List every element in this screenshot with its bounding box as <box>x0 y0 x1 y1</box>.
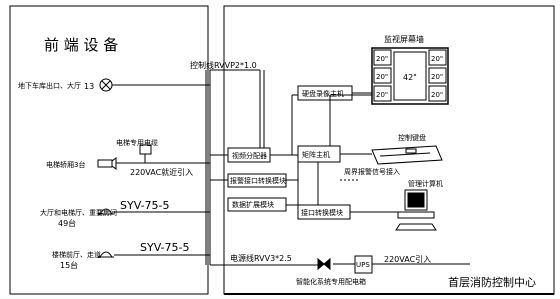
monitor-wall <box>371 47 449 105</box>
front-end-panel <box>9 5 209 295</box>
power-line-label: 电源线RVV3*2.5 <box>230 253 292 263</box>
monitor-screen-size: 20" <box>376 55 388 63</box>
matrix-host-label: 矩阵主机 <box>302 150 330 159</box>
data-expansion-label: 数据扩展模块 <box>232 200 274 209</box>
control-center-panel <box>223 5 555 295</box>
monitor-screen-size: 20" <box>376 73 388 81</box>
dvr-host-label: 硬盘录像主机 <box>302 89 344 98</box>
camera-4-count: 15台 <box>60 260 78 270</box>
power-switch-icon <box>317 257 331 271</box>
alarm-signal-label: 周界报警信号接入 <box>344 167 400 176</box>
alarm-interface-label: 报警接口转换模块 <box>230 176 286 185</box>
ups-label: UPS <box>356 261 370 269</box>
control-keyboard-label: 控制键盘 <box>398 133 426 142</box>
dome-camera-icon <box>98 208 114 215</box>
monitor-screen-size: 20" <box>376 91 388 99</box>
power-local-label: 220VAC就近引入 <box>130 167 193 177</box>
control-keyboard-icon <box>371 145 443 165</box>
video-splitter-label: 视频分配器 <box>232 151 267 160</box>
monitor-screens: 20" 20" 42" 20" 20" 20" 20" <box>376 55 443 99</box>
camera-1-label: 地下车库出口、大厅 <box>18 81 81 90</box>
power-in-label: 220VAC引入 <box>384 255 431 264</box>
front-end-title: 前 端 设 备 <box>44 36 118 54</box>
elevator-camera-icon <box>97 157 117 170</box>
interface-module-label: 接口转换模块 <box>301 208 343 217</box>
monitor-screen-size: 42" <box>403 73 417 82</box>
camera-3-count: 49台 <box>58 218 76 228</box>
coax-2-label: SYV-75-5 <box>140 241 190 254</box>
computer-icon <box>395 189 437 231</box>
dome-camera-icon <box>98 251 114 258</box>
camera-4-label: 楼梯前厅、走道 <box>52 250 101 259</box>
control-cable-label: 控制线RVVP2*1.0 <box>190 60 257 70</box>
monitor-screen-size: 20" <box>431 73 443 81</box>
power-note-label: 智能化系统专用配电箱 <box>296 277 366 286</box>
elevator-cable-label: 电梯专用电缆 <box>116 138 158 147</box>
monitor-screen-size: 20" <box>431 91 443 99</box>
camera-1-count: 13 <box>84 82 94 91</box>
control-center-title: 首层消防控制中心 <box>448 275 536 289</box>
monitor-wall-label: 监视屏幕墙 <box>384 34 424 44</box>
camera-3-label: 大厅和电梯厅、重要房间 <box>40 208 117 217</box>
camera-icon <box>99 78 113 92</box>
camera-2-label: 电梯轿厢3台 <box>46 160 85 169</box>
mgmt-computer-label: 管理计算机 <box>408 179 443 188</box>
coax-1-label: SYV-75-5 <box>120 199 170 212</box>
monitor-screen-size: 20" <box>431 55 443 63</box>
